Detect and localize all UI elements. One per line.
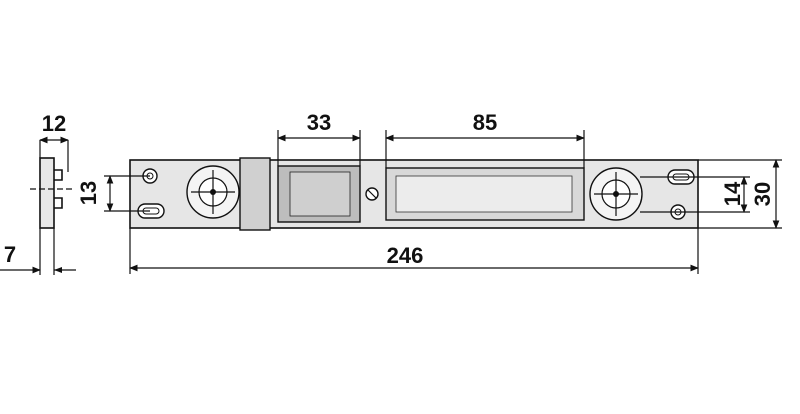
dim-33-label: 33 <box>307 110 331 135</box>
dim-14-label: 14 <box>720 181 745 206</box>
side-view <box>0 136 76 275</box>
dim-12-label: 12 <box>42 111 66 136</box>
dimension-lines <box>104 130 782 274</box>
dim-246-label: 246 <box>387 243 424 268</box>
strike-plate <box>129 157 699 231</box>
dim-85-label: 85 <box>473 110 497 135</box>
dim-13-label: 13 <box>76 181 101 205</box>
dim-30-label: 30 <box>750 182 775 206</box>
dim-7-label: 7 <box>4 242 16 267</box>
